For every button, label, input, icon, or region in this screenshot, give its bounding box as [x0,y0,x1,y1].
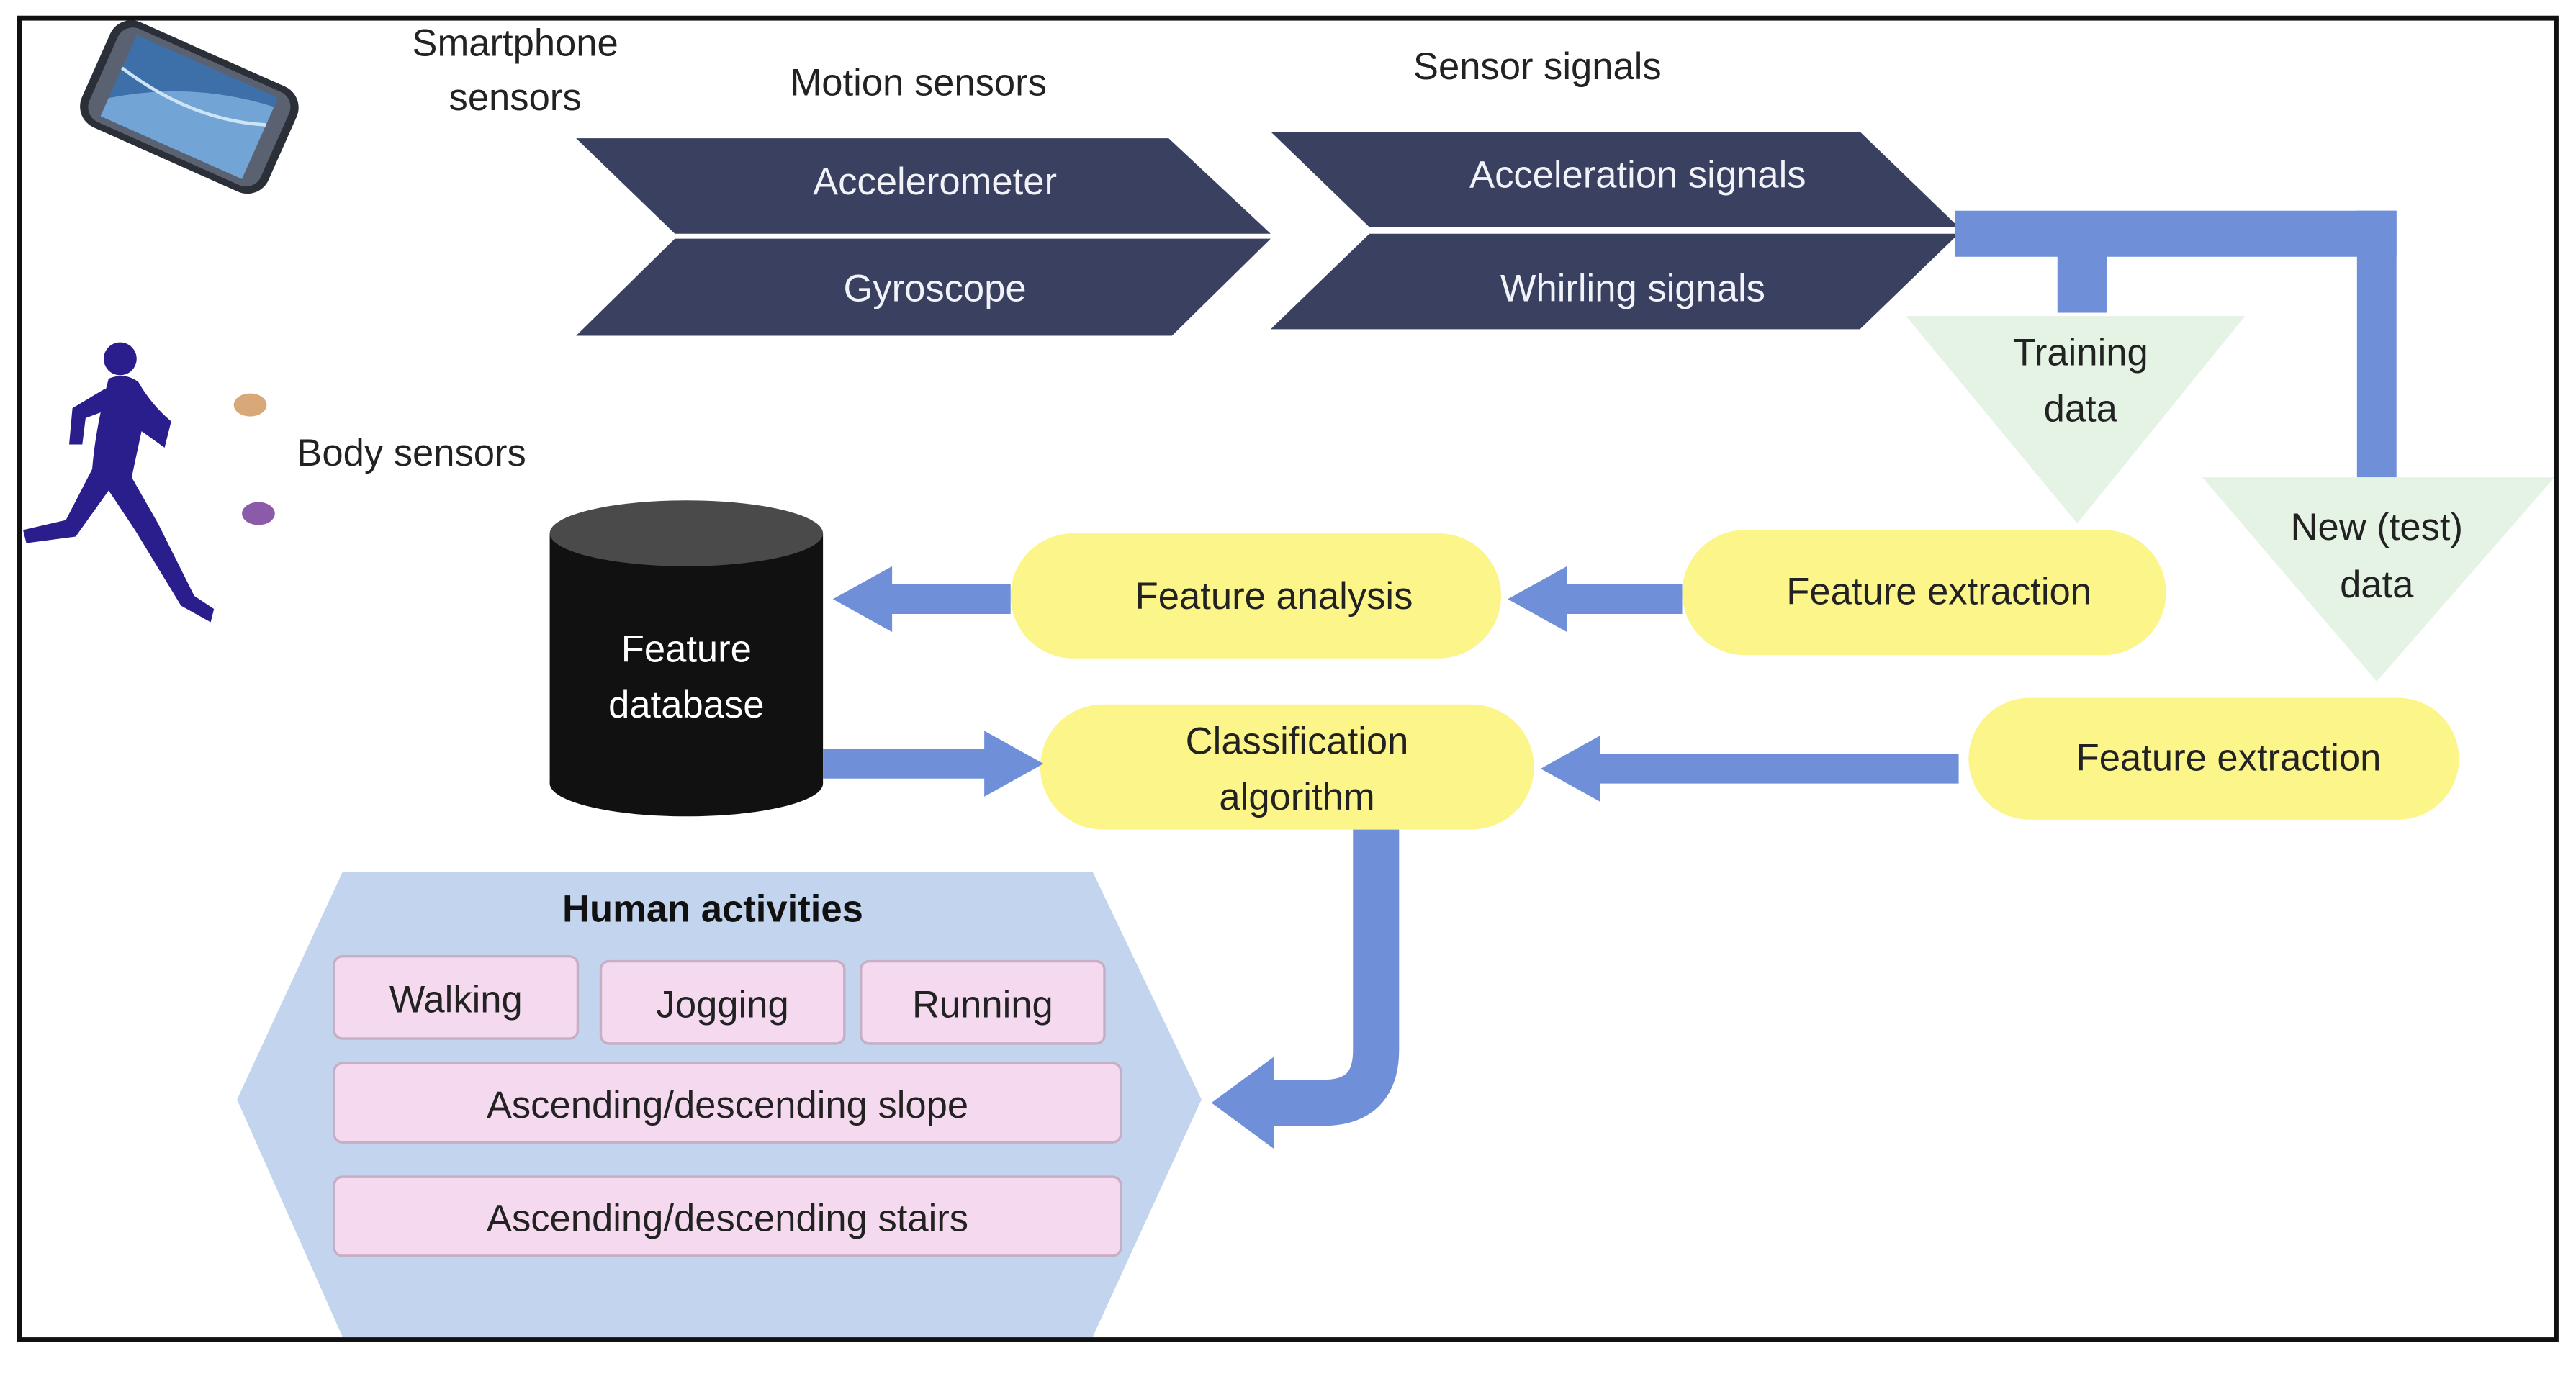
test-data-label-line2: data [2340,564,2414,606]
activity-jogging-box [599,959,846,1045]
acceleration-signals-chevron [1270,131,1959,227]
smartphone-sensors-caption-line2: sensors [449,76,582,119]
activity-walking-label: Walking [389,978,523,1021]
gyroscope-chevron [576,238,1271,336]
activity-running-label: Running [912,983,1053,1026]
feature-extraction-test-label: Feature extraction [2076,736,2382,779]
acceleration-signals-label: Acceleration signals [1469,154,1806,196]
feature-database-label-line1: Feature [621,628,752,670]
test-data-triangle [2202,477,2555,682]
classification-algorithm-pill [1040,704,1534,830]
human-activities-title: Human activities [562,888,863,931]
training-data-label-line2: data [2044,387,2118,430]
sensor-signals-caption: Sensor signals [1413,45,1662,88]
classification-to-activities-arrow [1211,829,1400,1149]
accelerometer-chevron [576,138,1271,234]
motion-sensors-caption: Motion sensors [790,62,1046,104]
activity-walking-box [333,954,580,1040]
whirling-signals-label: Whirling signals [1500,267,1765,309]
activity-stairs-label: Ascending/descending stairs [487,1198,968,1240]
training-data-label-line1: Training [2013,332,2148,374]
feature-extraction-training-pill [1682,530,2166,656]
feature-extraction-training-label: Feature extraction [1786,570,2091,612]
feature-database-cylinder [549,500,824,817]
database-to-classification-arrow [823,731,1044,797]
classification-label-line2: algorithm [1219,776,1374,818]
body-sensor-dot-icon [242,502,275,525]
extraction-to-classification-arrow [1540,736,1959,802]
signal-connector-pipes [1955,210,2397,478]
feature-extraction-test-pill [1968,697,2459,820]
accelerometer-label: Accelerometer [813,160,1057,203]
runner-icon [23,342,215,623]
feature-analysis-pill [1010,533,1502,659]
gyroscope-label: Gyroscope [843,267,1026,309]
smartphone-sensors-caption-line1: Smartphone [412,22,618,65]
analysis-to-database-arrow [832,566,1011,633]
activity-slope-label: Ascending/descending slope [487,1084,968,1126]
classification-label-line1: Classification [1186,720,1409,762]
whirling-signals-chevron [1270,233,1959,330]
extraction-to-analysis-arrow [1508,566,1683,633]
body-sensors-caption: Body sensors [297,432,526,474]
body-sensor-dot-icon [233,393,267,417]
feature-analysis-label: Feature analysis [1135,575,1413,618]
smartphone-icon [80,20,299,194]
activity-slope-box [333,1062,1122,1144]
activity-running-box [859,959,1106,1045]
activity-stairs-box [333,1175,1122,1257]
training-data-triangle [1906,316,2246,524]
activity-jogging-label: Jogging [657,983,789,1026]
feature-database-label-line2: database [608,684,764,726]
test-data-label-line1: New (test) [2291,506,2464,548]
